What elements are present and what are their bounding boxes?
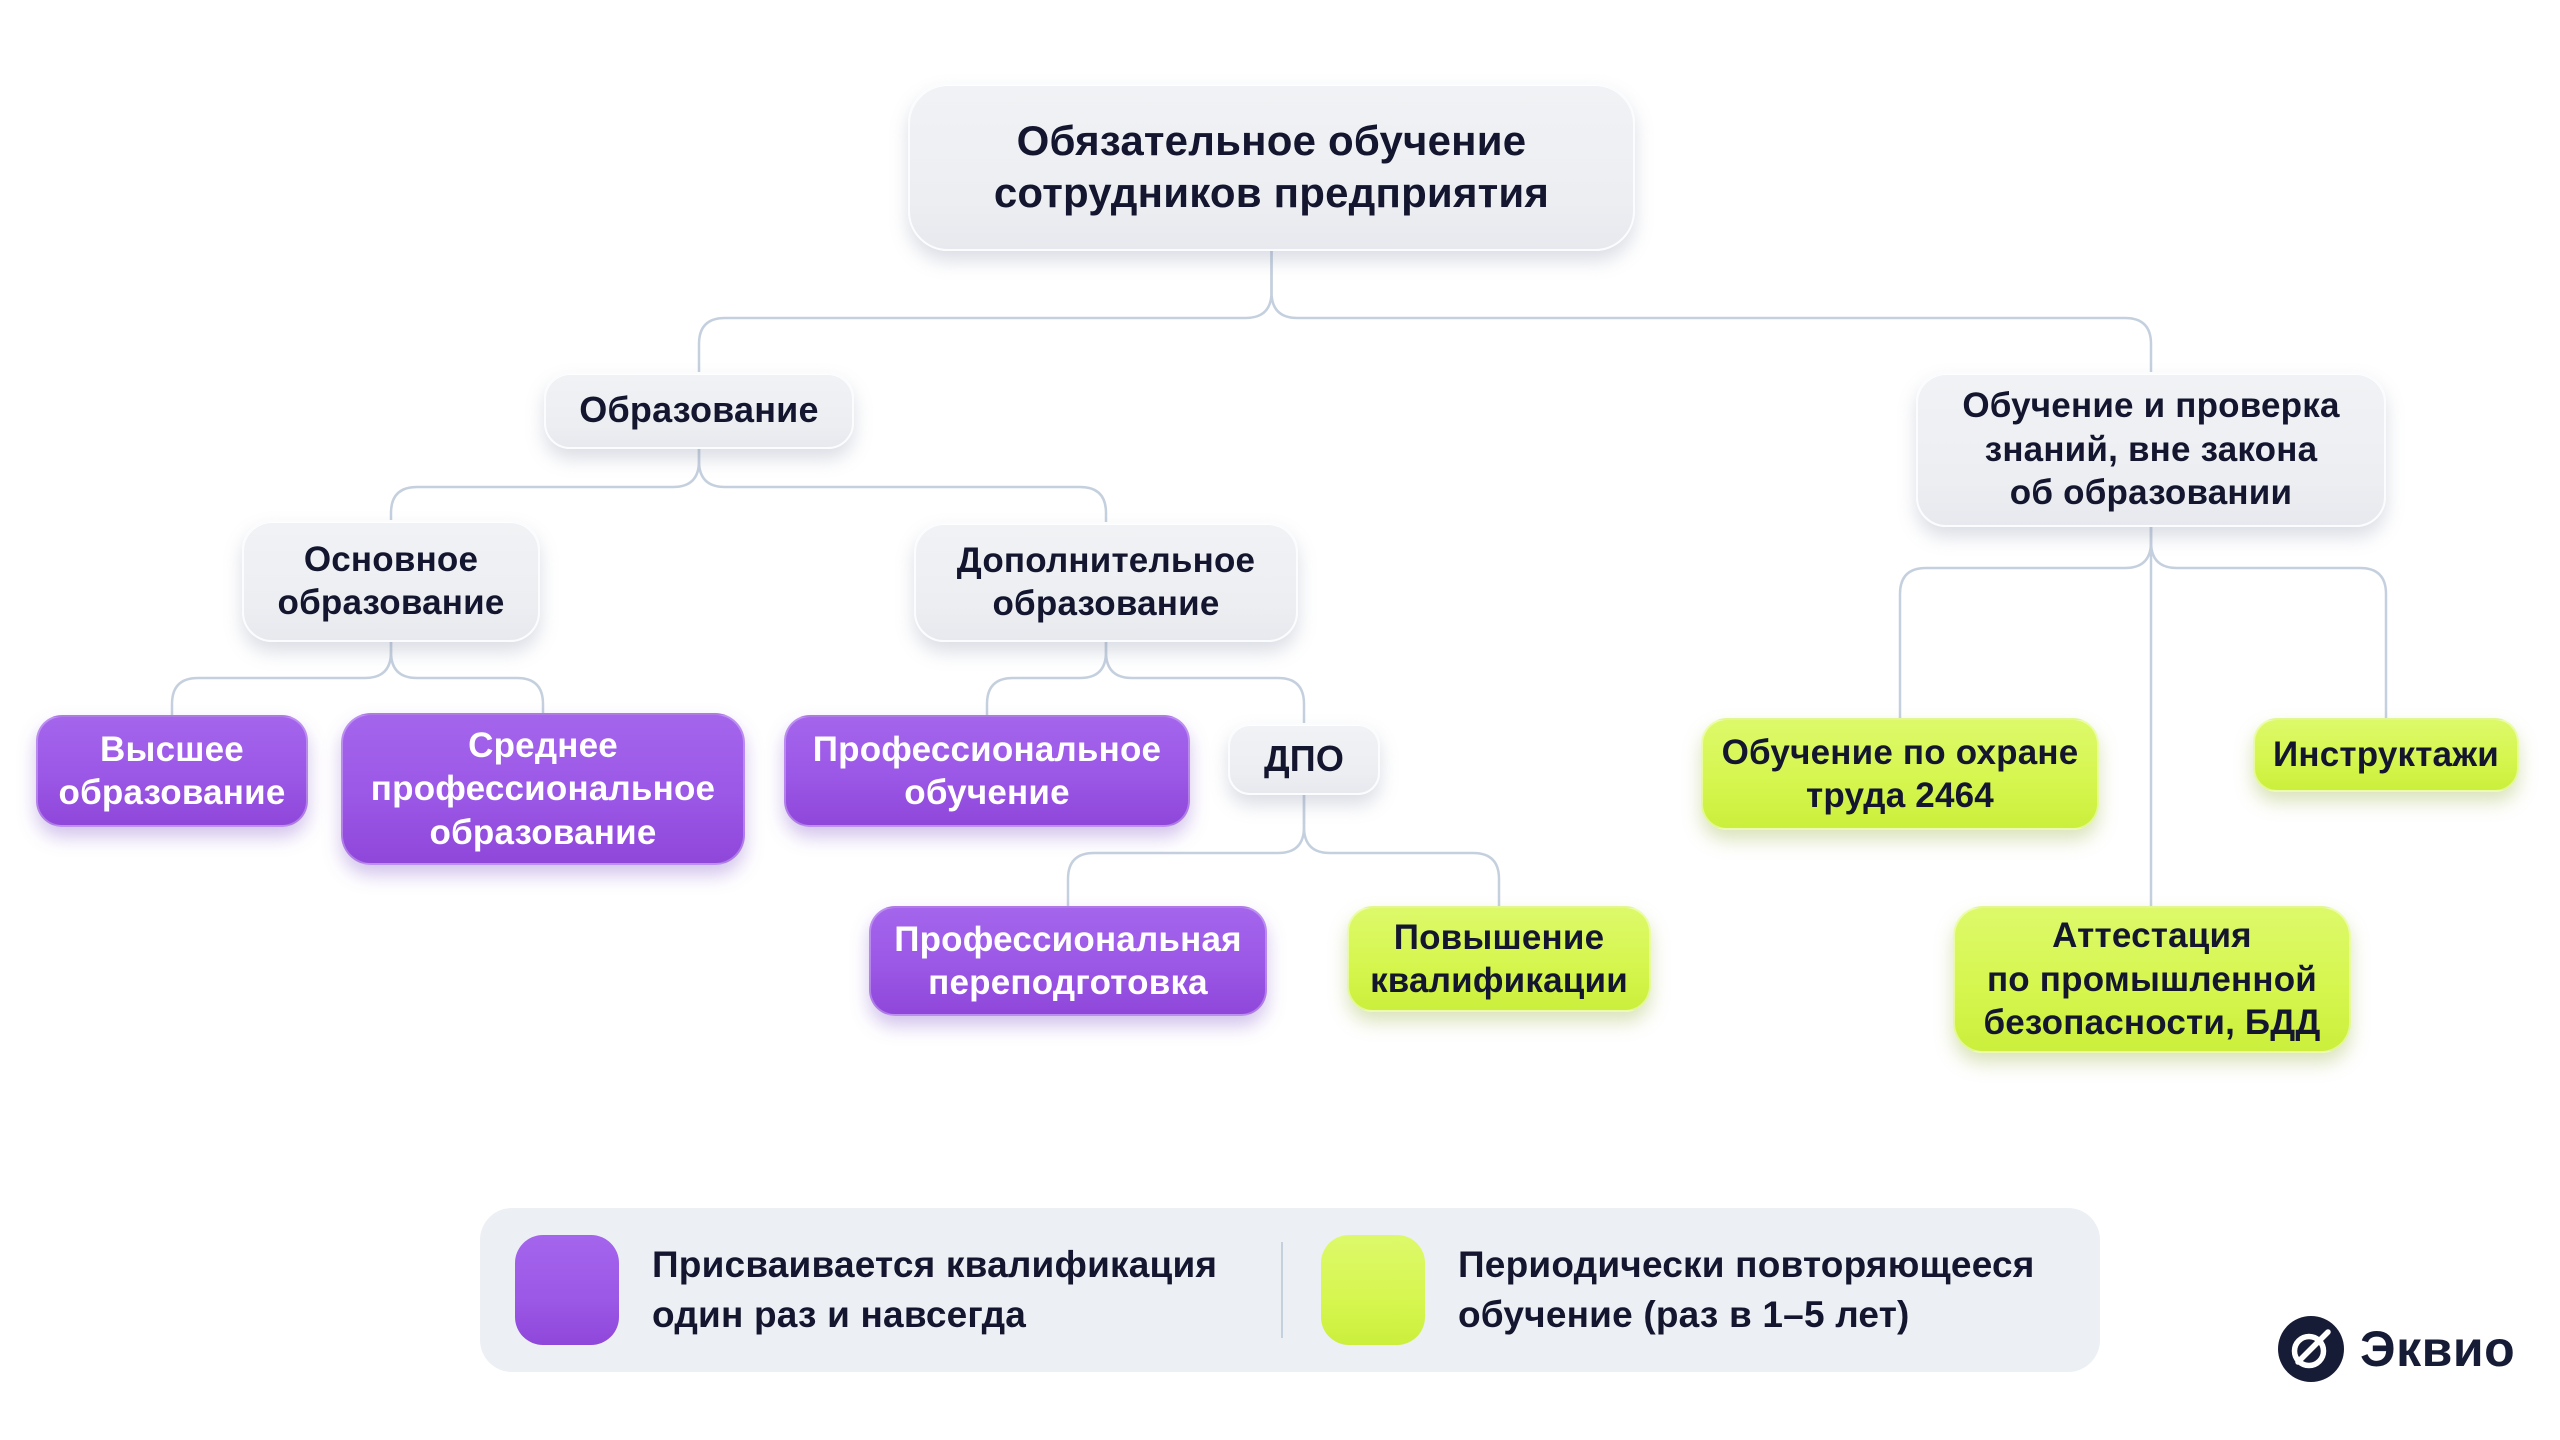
node-upskilling: Повышение квалификации xyxy=(1347,906,1651,1012)
node-secondary-professional-education: Среднее профессиональное образование xyxy=(341,713,745,865)
node-professional-training: Профессиональное обучение xyxy=(784,715,1190,827)
legend-panel: Присваивается квалификация один раз и на… xyxy=(480,1208,2100,1372)
edge-dpo-to-upskilling xyxy=(1302,793,1501,908)
node-labor-safety-2464: Обучение по охране труда 2464 xyxy=(1701,718,2099,830)
edge-additional-education-to-professional-training xyxy=(985,640,1108,717)
ekvio-logo: Эквио xyxy=(2278,1316,2515,1382)
edge-education-to-basic-education xyxy=(389,447,701,522)
legend-divider xyxy=(1281,1242,1283,1338)
node-training: Обучение и проверка знаний, вне закона о… xyxy=(1916,372,2386,527)
ekvio-logo-text: Эквио xyxy=(2360,1321,2516,1377)
edge-root-to-training xyxy=(1270,249,2153,374)
edge-root-to-education xyxy=(697,249,1273,374)
legend-text-green: Периодически повторяющееся обучение (раз… xyxy=(1458,1244,2035,1335)
ekvio-logo-icon xyxy=(2278,1316,2344,1382)
edge-basic-education-to-higher-education xyxy=(170,640,393,717)
edge-basic-education-to-secondary-professional-education xyxy=(389,640,545,715)
edge-training-to-instructions xyxy=(2149,525,2388,720)
node-professional-retraining: Профессиональная переподготовка xyxy=(869,906,1267,1016)
legend-swatch-purple xyxy=(515,1235,619,1345)
edge-additional-education-to-dpo xyxy=(1104,640,1306,725)
edge-education-to-additional-education xyxy=(697,447,1108,524)
node-basic-education: Основное образование xyxy=(242,520,540,642)
edge-training-to-labor-safety-2464 xyxy=(1898,525,2153,720)
node-root: Обязательное обучение сотрудников предпр… xyxy=(908,83,1635,251)
legend-swatch-green xyxy=(1321,1235,1425,1345)
node-instructions: Инструктажи xyxy=(2253,718,2519,792)
node-additional-education: Дополнительное образование xyxy=(914,522,1298,642)
legend-text-purple: Присваивается квалификация один раз и на… xyxy=(652,1244,1218,1335)
node-dpo: ДПО xyxy=(1228,723,1380,795)
edge-dpo-to-professional-retraining xyxy=(1066,793,1306,908)
node-industrial-safety-attestation: Аттестация по промышленной безопасности,… xyxy=(1953,906,2351,1053)
node-higher-education: Высшее образование xyxy=(36,715,308,827)
node-education: Образование xyxy=(544,372,854,449)
